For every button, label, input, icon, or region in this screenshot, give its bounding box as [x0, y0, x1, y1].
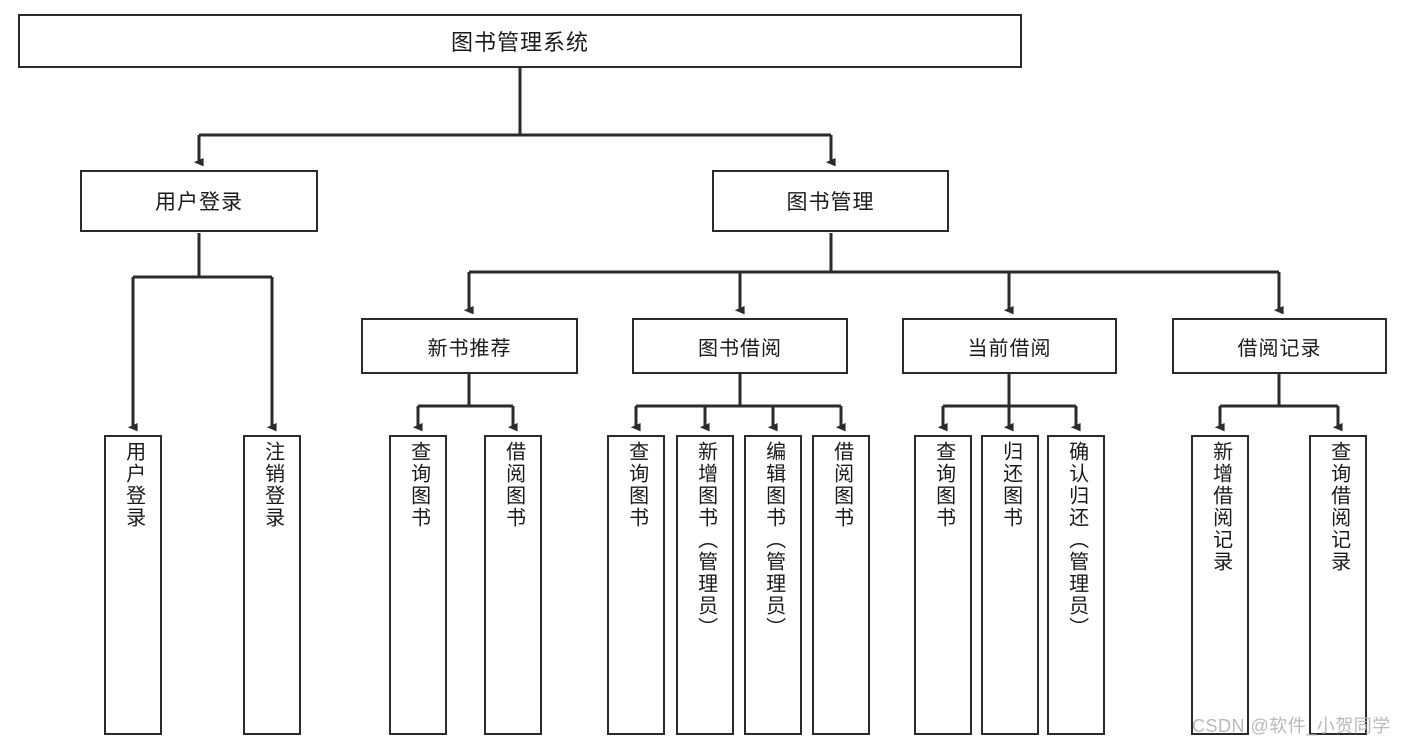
leaf-new-book-2[interactable]: 借阅图书: [484, 435, 542, 735]
leaf-user-login-1-label: 用户登录: [122, 441, 145, 529]
leaf-book-borrow-3[interactable]: 编辑图书（管理员）: [744, 435, 802, 735]
leaf-new-book-1-label: 查询图书: [407, 441, 430, 529]
leaf-user-login-2-label: 注销登录: [261, 441, 284, 529]
leaf-book-borrow-1-label: 查询图书: [625, 441, 648, 529]
node-book-manage[interactable]: 图书管理: [712, 170, 949, 232]
leaf-book-borrow-4-label: 借阅图书: [830, 441, 853, 529]
node-new-book-recommend-label: 新书推荐: [427, 337, 512, 360]
leaf-current-borrow-3-label: 确认归还（管理员）: [1065, 441, 1088, 639]
leaf-book-borrow-4[interactable]: 借阅图书: [812, 435, 870, 735]
leaf-borrow-record-1-label: 新增借阅记录: [1209, 441, 1232, 573]
leaf-current-borrow-1[interactable]: 查询图书: [914, 435, 972, 735]
node-new-book-recommend[interactable]: 新书推荐: [361, 318, 578, 374]
leaf-book-borrow-2-label: 新增图书（管理员）: [694, 441, 717, 639]
node-book-manage-label: 图书管理: [786, 191, 875, 214]
node-root-label: 图书管理系统: [450, 30, 589, 55]
leaf-borrow-record-2-label: 查询借阅记录: [1327, 441, 1350, 573]
leaf-new-book-1[interactable]: 查询图书: [389, 435, 447, 735]
node-borrow-record-label: 借阅记录: [1237, 337, 1322, 360]
node-book-borrow[interactable]: 图书借阅: [632, 318, 848, 374]
node-book-borrow-label: 图书借阅: [698, 337, 782, 360]
leaf-current-borrow-3[interactable]: 确认归还（管理员）: [1047, 435, 1105, 735]
node-user-login[interactable]: 用户登录: [80, 170, 318, 232]
node-current-borrow[interactable]: 当前借阅: [902, 318, 1117, 374]
node-current-borrow-label: 当前借阅: [967, 337, 1052, 360]
leaf-current-borrow-2[interactable]: 归还图书: [981, 435, 1039, 735]
leaf-borrow-record-2[interactable]: 查询借阅记录: [1309, 435, 1367, 735]
leaf-user-login-1[interactable]: 用户登录: [104, 435, 162, 735]
node-borrow-record[interactable]: 借阅记录: [1172, 318, 1387, 374]
leaf-borrow-record-1[interactable]: 新增借阅记录: [1191, 435, 1249, 735]
node-user-login-label: 用户登录: [155, 191, 243, 214]
leaf-book-borrow-3-label: 编辑图书（管理员）: [762, 441, 785, 639]
leaf-book-borrow-1[interactable]: 查询图书: [607, 435, 665, 735]
leaf-new-book-2-label: 借阅图书: [502, 441, 525, 529]
node-root[interactable]: 图书管理系统: [18, 14, 1022, 68]
leaf-current-borrow-1-label: 查询图书: [932, 441, 955, 529]
leaf-current-borrow-2-label: 归还图书: [999, 441, 1022, 529]
leaf-user-login-2[interactable]: 注销登录: [243, 435, 301, 735]
leaf-book-borrow-2[interactable]: 新增图书（管理员）: [676, 435, 734, 735]
